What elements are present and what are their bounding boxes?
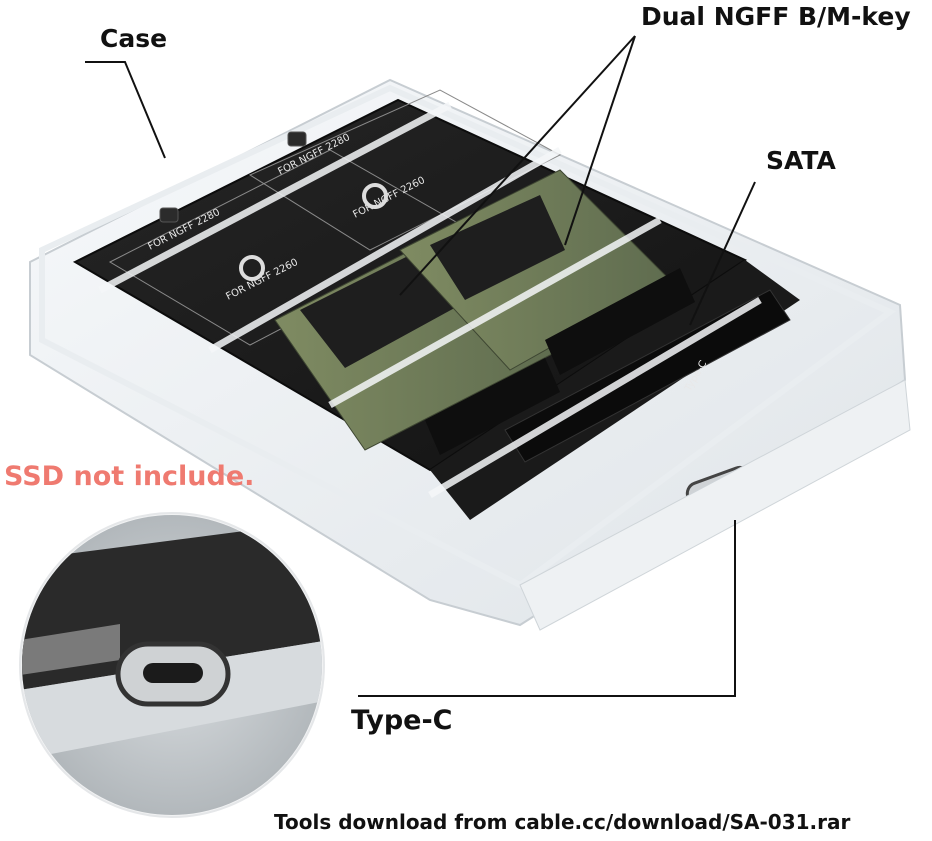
sata-connector: [504, 289, 791, 463]
ssd-chip-a: [300, 250, 460, 368]
type-c-label: Type-C: [351, 705, 453, 736]
ngff-label: Dual NGFF B/M-key: [641, 2, 911, 31]
slot-b-outline: [248, 89, 562, 251]
case-label: Case: [100, 24, 168, 53]
sata-label: SATA: [766, 146, 836, 175]
leader-lines: [85, 35, 756, 697]
tools-download-text: Tools download from cable.cc/download/SA…: [274, 810, 851, 834]
standoff-ring-b: [362, 183, 388, 209]
standoff-ring-a: [239, 255, 265, 281]
screw-a: [159, 207, 179, 223]
zoom-inset: [19, 512, 325, 818]
ssd-chip-b: [430, 195, 565, 300]
m2-connector-b: [545, 268, 695, 375]
ssd-not-included-note: SSD not include.: [4, 461, 255, 492]
screw-b: [287, 131, 307, 147]
m2-connector-a: [425, 358, 560, 455]
case-corner: [519, 379, 911, 631]
case-rim: [39, 84, 896, 589]
